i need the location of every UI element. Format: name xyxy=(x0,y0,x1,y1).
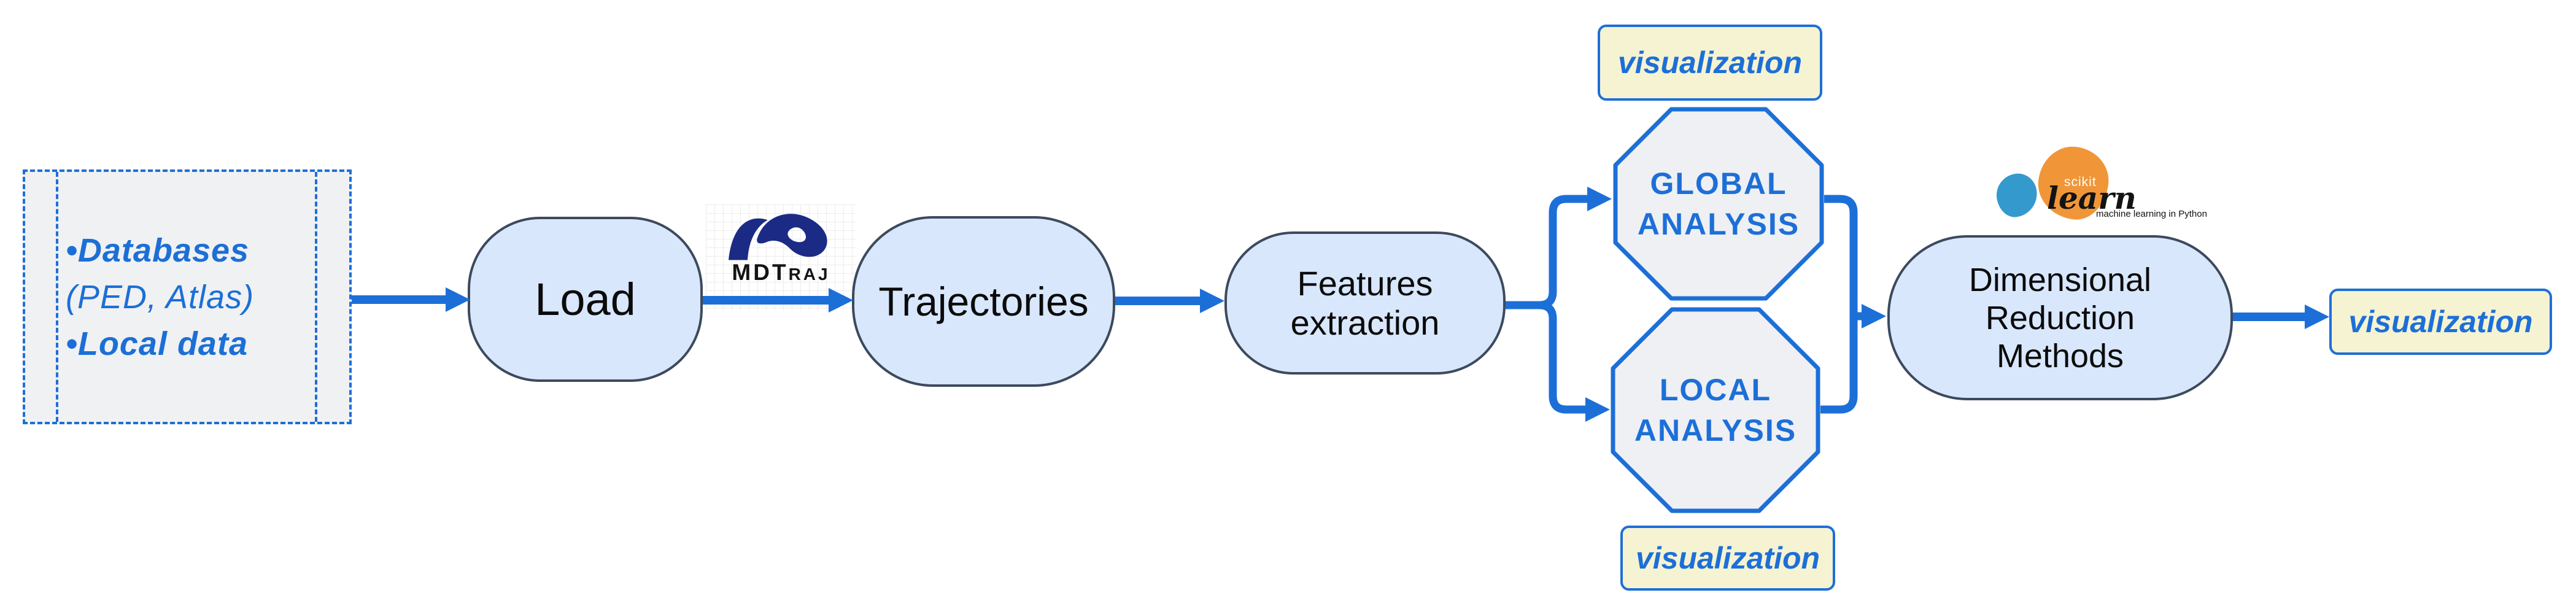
source-data-box: •Databases (PED, Atlas) •Local data xyxy=(23,169,352,424)
inner-divider-right xyxy=(315,172,317,422)
source-line-local-data: •Local data xyxy=(66,325,248,362)
arrowhead-to-local xyxy=(1585,397,1610,422)
arrowhead-to-global xyxy=(1587,187,1612,211)
node-dimred-line3: Methods xyxy=(1996,337,2124,375)
mdtraj-wordmark-small: RAJ xyxy=(788,265,830,284)
node-trajectories: Trajectories xyxy=(852,216,1115,387)
node-dimred-line1: Dimensional xyxy=(1968,261,2152,298)
sklearn-tagline: machine learning in Python xyxy=(2096,209,2207,219)
visualization-text-global: visualization xyxy=(1617,45,1803,80)
node-dimensional-reduction: Dimensional Reduction Methods xyxy=(1887,235,2233,400)
arrowhead-trajectories-to-features xyxy=(1200,289,1224,313)
arrowhead-dimred-to-visualization xyxy=(2305,305,2329,329)
octagon-local-shape xyxy=(1611,307,1820,513)
sklearn-blue-blob-icon xyxy=(1994,171,2040,220)
arrowhead-to-dimred xyxy=(1862,304,1886,328)
merge-from-global xyxy=(1824,195,1858,316)
visualization-label-final: visualization xyxy=(2329,289,2552,355)
node-features-extraction: Features extraction xyxy=(1224,231,1506,375)
local-analysis-line2: ANALYSIS xyxy=(1634,413,1797,448)
octagon-global-shape xyxy=(1613,107,1824,301)
node-load: Load xyxy=(468,217,703,382)
octagon-global-label: GLOBAL ANALYSIS xyxy=(1613,107,1824,301)
node-load-label: Load xyxy=(535,274,636,325)
arrowhead-source-to-load xyxy=(446,287,470,312)
octagon-local-label: LOCAL ANALYSIS xyxy=(1611,307,1820,513)
node-features-line1: Features xyxy=(1297,263,1433,303)
local-analysis-line1: LOCAL xyxy=(1659,373,1772,407)
sklearn-scikit-text: scikit xyxy=(2064,175,2097,189)
global-analysis-line1: GLOBAL xyxy=(1650,166,1787,201)
source-data-text: •Databases (PED, Atlas) •Local data xyxy=(25,227,254,367)
node-features-line2: extraction xyxy=(1290,303,1440,342)
mdtraj-swoosh-icon xyxy=(728,214,827,260)
visualization-text-local: visualization xyxy=(1635,541,1820,575)
inner-divider-left xyxy=(56,172,58,422)
scikit-learn-logo: scikit learn machine learning in Python xyxy=(1992,143,2243,226)
visualization-label-global: visualization xyxy=(1598,25,1822,101)
branch-up-to-global xyxy=(1539,195,1588,309)
sklearn-learn-text: learn xyxy=(2047,180,2137,216)
global-analysis-line2: ANALYSIS xyxy=(1637,207,1800,241)
mdtraj-wordmark-main: MDT xyxy=(732,260,789,285)
source-line-ped-atlas: (PED, Atlas) xyxy=(66,278,255,316)
octagon-local-analysis: LOCAL ANALYSIS xyxy=(1611,307,1820,513)
source-line-databases: •Databases xyxy=(66,231,250,269)
merge-from-local xyxy=(1820,316,1858,414)
node-dimred-line2: Reduction xyxy=(1985,299,2135,336)
visualization-label-local: visualization xyxy=(1620,526,1835,591)
octagon-global-analysis: GLOBAL ANALYSIS xyxy=(1613,107,1824,301)
branch-down-to-local xyxy=(1539,301,1587,414)
node-trajectories-label: Trajectories xyxy=(878,279,1089,324)
visualization-text-final: visualization xyxy=(2348,305,2533,339)
